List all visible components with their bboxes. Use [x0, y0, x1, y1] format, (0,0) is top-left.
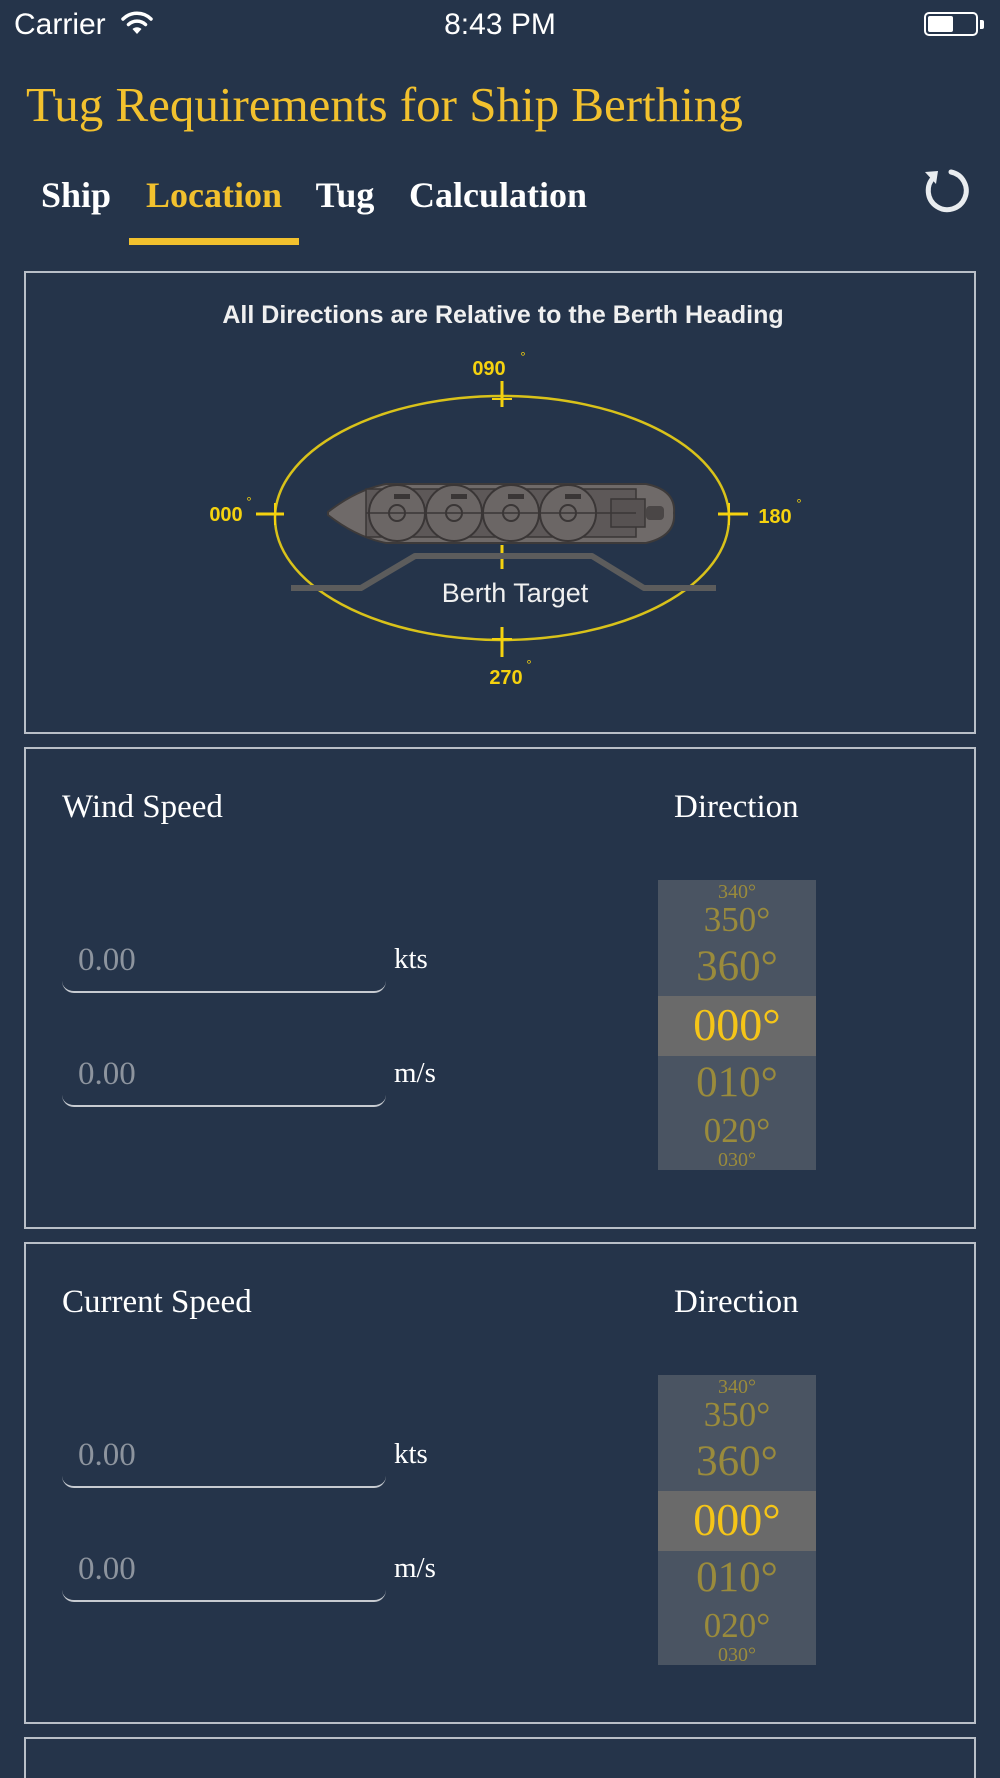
ship-icon [327, 483, 676, 544]
page-title: Tug Requirements for Ship Berthing [26, 77, 743, 132]
picker-option: 360° [696, 943, 778, 990]
current-ms-field-wrap [62, 1538, 386, 1602]
picker-option: 020° [703, 1606, 771, 1645]
wifi-icon [121, 11, 153, 34]
picker-selection-band [658, 1491, 816, 1551]
status-bar: Carrier 8:43 PM [0, 0, 1000, 50]
current-kts-input[interactable] [62, 1424, 386, 1486]
next-panel [24, 1737, 976, 1778]
picker-option: 350° [703, 900, 771, 939]
tab-calculation[interactable]: Calculation [408, 175, 587, 215]
berth-outline [291, 553, 716, 591]
berth-target-label: Berth Target [442, 578, 589, 608]
berth-diagram-panel: All Directions are Relative to the Berth… [24, 271, 976, 734]
picker-option: 360° [696, 1438, 778, 1485]
wind-kts-input[interactable] [62, 929, 386, 991]
tab-location[interactable]: Location [129, 170, 299, 245]
picker-option: 010° [696, 1554, 778, 1601]
degree-mark: ° [526, 657, 531, 672]
current-kts-unit: kts [394, 1438, 428, 1470]
current-speed-label: Current Speed [62, 1284, 252, 1320]
picker-option: 020° [703, 1111, 771, 1150]
picker-selection-band [658, 996, 816, 1056]
degree-mark: ° [246, 494, 251, 509]
current-kts-field-wrap [62, 1424, 386, 1488]
picker-option: 350° [703, 1395, 771, 1434]
wind-direction-label: Direction [674, 789, 799, 825]
heading-label-180: 180 [758, 506, 791, 528]
wind-kts-field-wrap [62, 929, 386, 993]
picker-option: 340° [718, 1376, 756, 1398]
heading-label-090: 090 [472, 358, 505, 380]
heading-label-270: 270 [489, 667, 522, 689]
picker-option: 030° [718, 1644, 756, 1665]
wind-ms-input[interactable] [62, 1043, 386, 1105]
wind-ms-field-wrap [62, 1043, 386, 1107]
carrier-label: Carrier [14, 8, 106, 41]
tab-tug[interactable]: Tug [315, 175, 375, 215]
degree-mark: ° [796, 496, 801, 511]
picker-option-selected: 000° [693, 1494, 781, 1545]
current-direction-label: Direction [674, 1284, 799, 1320]
wind-kts-unit: kts [394, 943, 428, 975]
picker-option-selected: 000° [693, 999, 781, 1050]
picker-option: 340° [718, 881, 756, 903]
battery-icon [924, 12, 984, 38]
status-time: 8:43 PM [444, 8, 556, 41]
picker-option: 030° [718, 1149, 756, 1170]
tab-ship[interactable]: Ship [40, 175, 112, 215]
wind-speed-label: Wind Speed [62, 789, 223, 825]
picker-option: 010° [696, 1059, 778, 1106]
degree-mark: ° [520, 349, 525, 364]
diagram-caption: All Directions are Relative to the Berth… [222, 301, 783, 329]
refresh-icon[interactable] [917, 163, 973, 219]
heading-label-000: 000 [209, 504, 242, 526]
wind-panel: Wind Speed Direction kts m/s 340° 350° 3… [24, 747, 976, 1229]
current-ms-unit: m/s [394, 1552, 436, 1584]
tab-bar: Ship Location Tug Calculation [0, 170, 1000, 245]
berth-diagram: All Directions are Relative to the Berth… [209, 301, 801, 689]
current-direction-picker[interactable]: 340° 350° 360° 000° 010° 020° 030° [658, 1375, 816, 1665]
wind-ms-unit: m/s [394, 1057, 436, 1089]
wind-direction-picker[interactable]: 340° 350° 360° 000° 010° 020° 030° [658, 880, 816, 1170]
current-panel: Current Speed Direction kts m/s 340° 350… [24, 1242, 976, 1724]
current-ms-input[interactable] [62, 1538, 386, 1600]
